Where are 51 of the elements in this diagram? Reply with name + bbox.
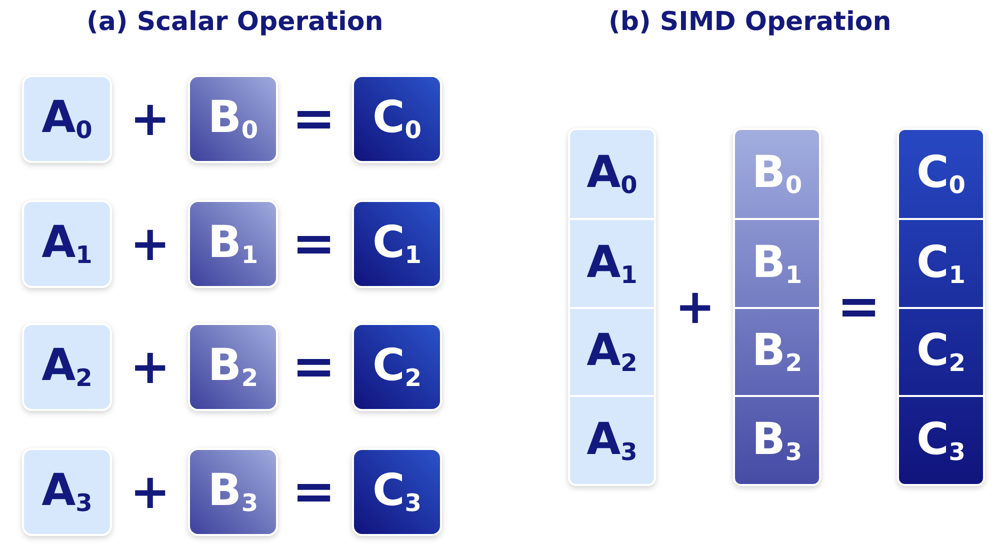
operand-box [22,200,112,288]
equals-sign: = [292,93,336,145]
operand-label: A$_{1}$ [586,240,638,287]
panel-title: (b) SIMD Operation [608,9,892,35]
operand-label: A$_{3}$ [586,418,638,464]
register-column [568,128,656,486]
plus-sign: + [675,283,716,331]
register-column [897,128,985,486]
operand-label: C$_{2}$ [916,329,966,376]
operand-label: B$_{1}$ [752,240,802,287]
register-column [733,128,821,486]
operand-label: B$_{2}$ [208,344,258,390]
operand-box [188,200,278,288]
operand-box [22,75,112,163]
operand-label: A$_{0}$ [42,96,92,142]
operand-label: C$_{2}$ [372,344,422,390]
operand-label: B$_{0}$ [208,96,258,142]
operand-label: A$_{2}$ [586,329,638,376]
operand-label: C$_{0}$ [916,151,966,198]
equals-sign: = [292,218,336,270]
plus-sign: + [130,95,170,143]
plus-sign: + [130,343,170,391]
operand-label: B$_{2}$ [752,329,802,376]
operand-label: C$_{3}$ [372,469,422,515]
operand-label: B$_{1}$ [208,221,258,267]
operand-label: A$_{0}$ [586,151,638,198]
operand-box [188,448,278,536]
operand-label: B$_{0}$ [752,151,802,198]
operand-label: C$_{1}$ [372,221,422,267]
panel-title: (a) Scalar Operation [86,9,384,35]
equals-sign: = [837,281,881,333]
operand-label: C$_{1}$ [916,240,966,287]
plus-sign: + [130,220,170,268]
equals-sign: = [292,466,336,518]
operand-label: A$_{1}$ [42,221,92,267]
result-box [352,323,442,411]
result-box [352,448,442,536]
plus-sign: + [130,468,170,516]
equals-sign: = [292,341,336,393]
result-box [352,75,442,163]
operand-label: B$_{3}$ [752,418,802,464]
operand-label: B$_{3}$ [208,469,258,515]
operand-box [188,323,278,411]
operand-box [22,323,112,411]
operand-label: A$_{3}$ [42,469,92,515]
operand-label: A$_{2}$ [42,344,92,390]
result-box [352,200,442,288]
operand-label: C$_{3}$ [916,418,966,464]
operand-box [22,448,112,536]
operand-label: C$_{0}$ [372,96,422,142]
operand-box [188,75,278,163]
